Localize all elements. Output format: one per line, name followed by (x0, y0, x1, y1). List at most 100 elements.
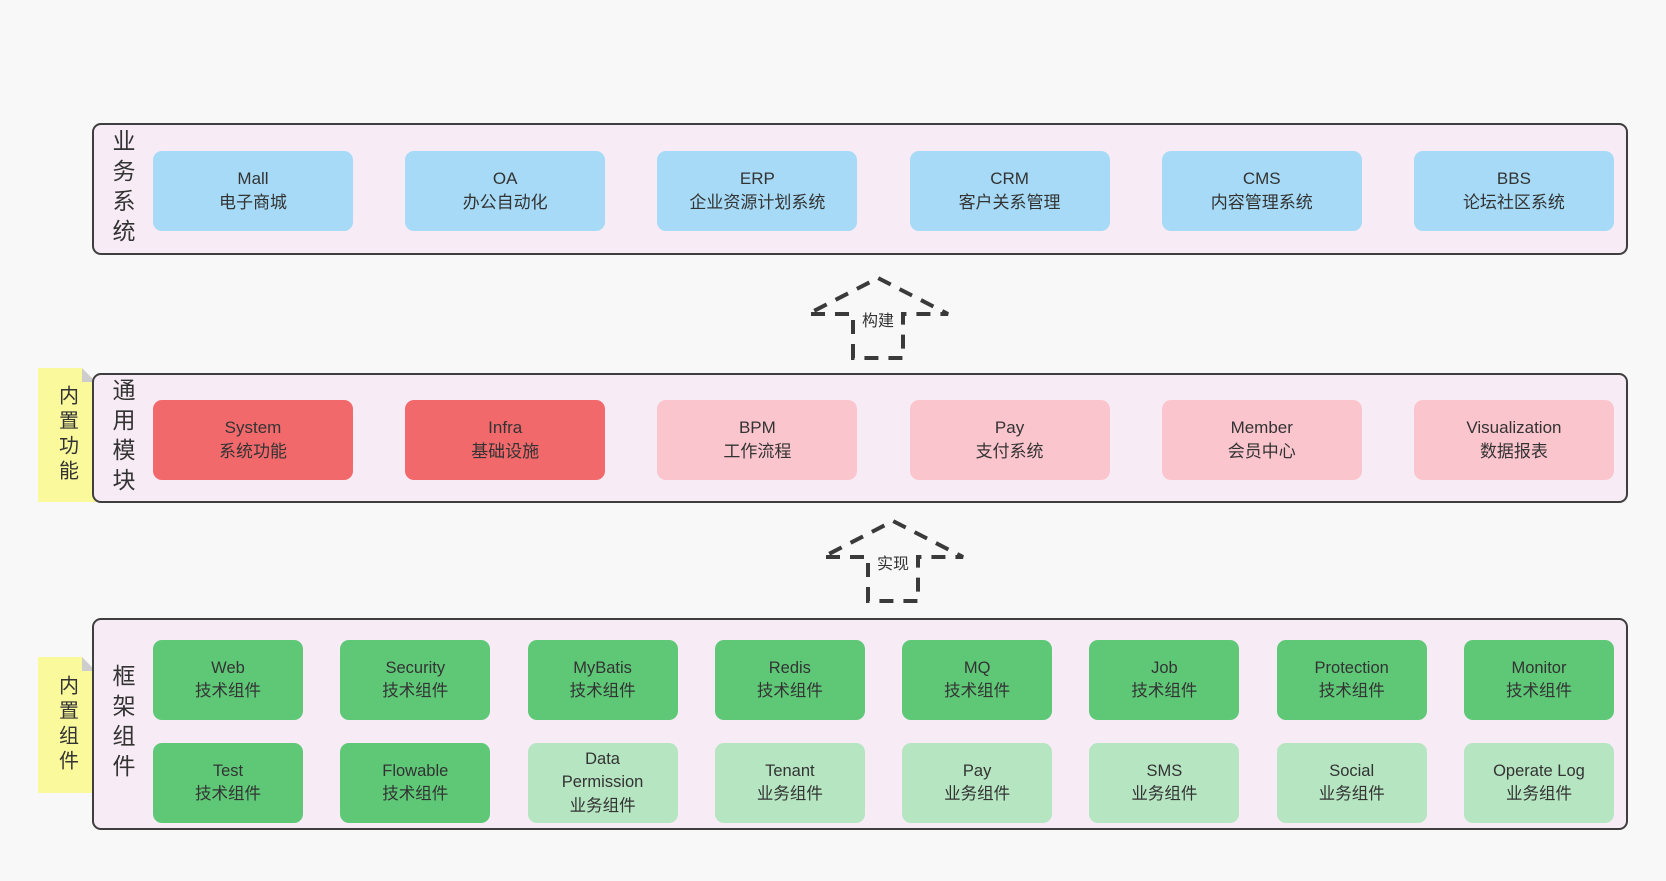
box-operate-log: Operate Log 业务组件 (1463, 743, 1614, 823)
box-subtitle: 技术组件 (195, 785, 261, 803)
box-visualization: Visualization 数据报表 (1413, 400, 1614, 480)
box-subtitle: 内容管理系统 (1210, 193, 1313, 212)
box-subtitle: 电子商城 (219, 193, 287, 212)
box-title: Tenant (765, 761, 815, 780)
common-modules-layer-label: 通用模块 (109, 378, 135, 498)
box-subtitle: 技术组件 (569, 682, 636, 700)
framework-components-row-1: Web 技术组件 Security 技术组件 MyBatis 技术组件 Redi… (153, 640, 1614, 720)
box-tenant: Tenant 业务组件 (714, 743, 865, 823)
box-subtitle: 办公自动化 (462, 193, 548, 212)
box-member: Member 会员中心 (1161, 400, 1362, 480)
box-job: Job 技术组件 (1089, 640, 1240, 720)
box-monitor: Monitor 技术组件 (1463, 640, 1614, 720)
box-protection: Protection 技术组件 (1276, 640, 1427, 720)
box-pay-component: Pay 业务组件 (902, 743, 1053, 823)
build-arrow-label: 构建 (858, 310, 898, 334)
box-subtitle: 技术组件 (1505, 682, 1572, 700)
box-title: System (224, 417, 282, 437)
box-data-permission: Data Permission 业务组件 (527, 743, 678, 823)
box-title: Flowable (382, 761, 449, 780)
box-title: Social (1329, 761, 1375, 780)
box-title: Monitor (1511, 658, 1567, 677)
box-subtitle: 业务组件 (756, 785, 823, 803)
box-title: Operate Log (1493, 761, 1585, 780)
box-subtitle: 论坛社区系统 (1462, 193, 1565, 212)
box-title: SMS (1146, 761, 1183, 780)
builtin-functions-note-label: 内置功能 (55, 385, 78, 485)
framework-components-layer-label: 框架组件 (109, 664, 135, 784)
common-modules-layer: 通用模块 System 系统功能 Infra 基础设施 BPM 工作流程 Pay… (92, 373, 1628, 503)
box-title: ERP (739, 168, 775, 188)
box-title: Data Permission (561, 749, 644, 792)
framework-components-row-2: Test 技术组件 Flowable 技术组件 Data Permission … (153, 743, 1614, 823)
box-title: Infra (488, 417, 523, 437)
implement-arrow-label: 实现 (873, 553, 913, 577)
box-test: Test 技术组件 (153, 743, 303, 823)
box-subtitle: 系统功能 (219, 442, 287, 461)
box-mall: Mall 电子商城 (153, 151, 353, 231)
box-flowable: Flowable 技术组件 (340, 743, 491, 823)
box-title: OA (492, 168, 518, 188)
box-infra: Infra 基础设施 (405, 400, 606, 480)
builtin-functions-note: 内置功能 (38, 368, 96, 502)
box-security: Security 技术组件 (340, 640, 491, 720)
business-systems-layer-label: 业务系统 (109, 129, 135, 249)
box-title: Visualization (1466, 417, 1562, 437)
box-web: Web 技术组件 (153, 640, 303, 720)
box-subtitle: 会员中心 (1227, 442, 1296, 461)
builtin-components-note: 内置组件 (38, 657, 96, 793)
box-title: Mall (237, 168, 269, 188)
box-subtitle: 技术组件 (382, 785, 449, 803)
box-subtitle: 业务组件 (944, 785, 1011, 803)
box-social: Social 业务组件 (1276, 743, 1427, 823)
box-crm: CRM 客户关系管理 (909, 151, 1110, 231)
box-subtitle: 业务组件 (569, 796, 636, 815)
implement-arrow: 实现 (821, 519, 965, 603)
box-title: Pay (994, 417, 1025, 437)
box-title: Job (1151, 658, 1178, 677)
box-subtitle: 工作流程 (723, 442, 792, 461)
box-subtitle: 客户关系管理 (958, 193, 1061, 212)
box-subtitle: 技术组件 (756, 682, 823, 700)
box-system: System 系统功能 (153, 400, 353, 480)
box-subtitle: 数据报表 (1479, 442, 1548, 461)
build-arrow: 构建 (806, 276, 950, 360)
box-title: BPM (738, 417, 776, 437)
box-sms: SMS 业务组件 (1089, 743, 1240, 823)
box-mq: MQ 技术组件 (902, 640, 1053, 720)
builtin-components-note-label: 内置组件 (55, 675, 78, 775)
box-subtitle: 技术组件 (382, 682, 449, 700)
box-title: BBS (1496, 168, 1531, 188)
box-mybatis: MyBatis 技术组件 (527, 640, 678, 720)
up-arrow-dashed-icon (822, 519, 964, 603)
box-title: MyBatis (573, 658, 632, 677)
box-bpm: BPM 工作流程 (657, 400, 858, 480)
box-subtitle: 技术组件 (195, 682, 261, 700)
up-arrow-dashed-icon (807, 276, 949, 360)
box-title: CMS (1242, 168, 1281, 188)
box-oa: OA 办公自动化 (405, 151, 606, 231)
box-title: Security (385, 658, 446, 677)
box-subtitle: 基础设施 (471, 442, 540, 461)
box-title: Pay (962, 761, 992, 780)
box-subtitle: 业务组件 (1505, 785, 1572, 803)
box-title: Test (212, 761, 244, 780)
box-erp: ERP 企业资源计划系统 (657, 151, 858, 231)
framework-components-layer: 框架组件 Web 技术组件 Security 技术组件 MyBatis 技术组件… (92, 618, 1628, 830)
box-pay-system: Pay 支付系统 (909, 400, 1110, 480)
box-subtitle: 技术组件 (1131, 682, 1198, 700)
business-systems-layer: 业务系统 Mall 电子商城 OA 办公自动化 ERP 企业资源计划系统 CRM… (92, 123, 1628, 255)
box-title: Protection (1314, 658, 1389, 677)
box-title: Redis (768, 658, 811, 677)
box-subtitle: 技术组件 (1318, 682, 1385, 700)
box-subtitle: 业务组件 (1131, 785, 1198, 803)
box-title: Member (1230, 417, 1293, 437)
box-redis: Redis 技术组件 (714, 640, 865, 720)
box-bbs: BBS 论坛社区系统 (1413, 151, 1614, 231)
box-cms: CMS 内容管理系统 (1161, 151, 1362, 231)
box-subtitle: 技术组件 (944, 682, 1011, 700)
box-title: MQ (963, 658, 991, 677)
box-subtitle: 业务组件 (1318, 785, 1385, 803)
common-modules-row: System 系统功能 Infra 基础设施 BPM 工作流程 Pay 支付系统… (153, 400, 1614, 480)
